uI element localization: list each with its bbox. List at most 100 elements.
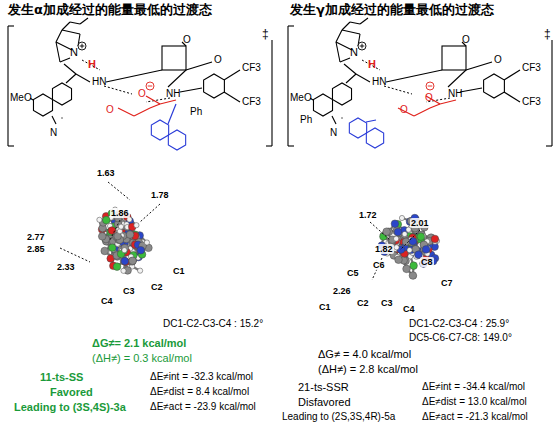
annotation-text: O — [425, 92, 433, 104]
ring — [366, 128, 383, 148]
ring — [313, 94, 332, 116]
bond-line — [504, 92, 520, 102]
measure-label: 1.86 — [110, 208, 130, 218]
bond-line — [414, 108, 430, 116]
annotation-text: ΔG≠= 2.1 kcal/mol — [92, 337, 186, 350]
atom-ball — [134, 223, 139, 228]
bond-line — [287, 26, 288, 146]
atom-ball — [138, 268, 143, 273]
annotation-text: N — [70, 46, 78, 59]
bond-line — [332, 116, 336, 124]
bond-line — [52, 116, 56, 124]
annotation-text: ΔE≠act = -23.9 kcal/mol — [150, 401, 256, 413]
atom-ball — [422, 246, 430, 254]
bond-line — [288, 145, 294, 146]
bond-line — [186, 62, 212, 70]
annotation-text: Favored — [50, 386, 93, 399]
atom-ball — [399, 215, 404, 220]
measure-label: C2 — [150, 282, 164, 292]
bond-line — [148, 86, 153, 87]
bond-line — [82, 44, 83, 49]
bond-line — [336, 42, 352, 50]
measure-label: C3 — [122, 286, 136, 296]
atom-ball — [102, 216, 110, 224]
bond-line — [370, 222, 390, 240]
measure-label: C1 — [172, 266, 186, 276]
annotation-text: ΔE≠int = -32.3 kcal/mol — [150, 371, 253, 383]
atom-ball — [128, 258, 136, 266]
atom-ball — [98, 233, 106, 241]
bond-line — [356, 74, 370, 82]
measure-label: DC1-C2-C3-C4 : 25.9° — [408, 318, 510, 330]
bond-line — [106, 70, 162, 82]
squaramide-ring — [442, 46, 466, 70]
bond-line — [56, 30, 62, 42]
bond-line — [346, 74, 356, 83]
charge-symbol — [358, 42, 366, 50]
annotation-text: 21-ts-SSR — [298, 381, 349, 394]
ring — [61, 117, 62, 118]
atom-ball — [108, 244, 116, 252]
bond-line — [386, 70, 442, 82]
bond-line — [8, 25, 14, 26]
annotation-text: HN — [92, 76, 106, 88]
atom-ball — [409, 272, 417, 280]
annotation-text: MeO — [10, 92, 32, 104]
bond-line — [466, 62, 492, 70]
measure-label: 1.82 — [374, 244, 394, 254]
atom-ball — [120, 257, 128, 265]
atom-ball — [395, 256, 403, 264]
annotation-text: HN — [372, 76, 386, 88]
bond-line — [336, 42, 340, 62]
measure-label: 1.78 — [150, 190, 170, 200]
bond-line — [64, 64, 76, 74]
annotation-text: (ΔH≠) = 2.8 kcal/mol — [318, 363, 418, 376]
ring — [484, 74, 505, 98]
ts-structure — [8, 18, 272, 150]
bond-line — [118, 108, 134, 116]
measure-label: C1 — [318, 302, 332, 312]
bond-line — [134, 108, 150, 116]
atom-ball — [383, 228, 391, 236]
ball-stick-model — [97, 207, 152, 274]
bond-line — [140, 204, 160, 222]
annotation-text: NH — [448, 88, 462, 100]
atom-ball — [113, 263, 121, 271]
charge-symbol — [146, 82, 154, 90]
atom-ball — [402, 231, 407, 236]
annotation-text: O — [462, 34, 470, 46]
atom-ball — [394, 228, 402, 236]
bond-line — [448, 70, 466, 87]
measure-label: C6 — [372, 260, 386, 270]
atom-ball — [121, 257, 129, 265]
atom-ball — [144, 240, 149, 245]
atom-ball — [431, 235, 439, 243]
measure-label: C2 — [356, 298, 370, 308]
bond-line — [80, 18, 88, 24]
annotation-text: Leading to (2S,3S,4R)-5a — [282, 411, 395, 423]
annotation-text: CF3 — [522, 62, 541, 74]
bond-line — [428, 86, 433, 87]
ring — [151, 120, 168, 140]
ring — [204, 74, 225, 98]
measure-label: C5 — [346, 268, 360, 278]
atom-ball — [391, 220, 399, 228]
bond-line — [400, 230, 420, 250]
annotation-text: CF3 — [242, 96, 261, 108]
bond-line — [384, 86, 412, 94]
bond-line — [551, 40, 552, 146]
bond-line — [430, 104, 440, 108]
ring — [349, 118, 366, 138]
charge-symbol — [78, 42, 86, 50]
annotation-text: ‡ — [262, 28, 269, 42]
atom-ball — [121, 244, 129, 252]
bond-line — [168, 70, 186, 87]
atom-ball — [417, 233, 425, 241]
bond-line — [56, 42, 60, 62]
bond-line — [504, 70, 520, 80]
atom-ball — [97, 217, 102, 222]
annotation-text: N — [330, 127, 337, 139]
annotation-text: CF3 — [522, 96, 541, 108]
ring — [33, 94, 52, 116]
